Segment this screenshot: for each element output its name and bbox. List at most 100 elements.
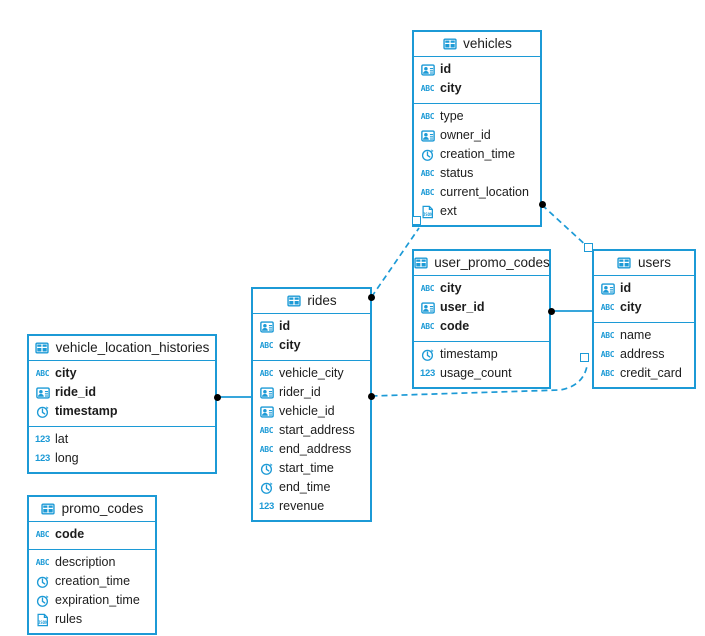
- column-name: status: [440, 166, 474, 181]
- column-row[interactable]: id: [414, 60, 540, 79]
- 123-icon: 123: [35, 433, 50, 445]
- column-name: city: [620, 300, 642, 315]
- relationship-one-marker: [579, 352, 589, 362]
- column-row[interactable]: ABC code: [29, 525, 155, 544]
- entity-title: user_promo_codes: [434, 255, 550, 271]
- column-row[interactable]: id: [594, 279, 694, 298]
- column-name: code: [55, 527, 85, 542]
- entity-header[interactable]: vehicles: [414, 32, 540, 57]
- id-badge-icon: [600, 282, 615, 296]
- id-badge-icon: [420, 301, 435, 315]
- abc-icon: ABC: [600, 330, 615, 340]
- column-row[interactable]: ride_id: [29, 383, 215, 402]
- id-badge-icon: [35, 386, 50, 400]
- column-row[interactable]: expiration_time: [29, 591, 155, 610]
- entity-header[interactable]: user_promo_codes: [414, 251, 550, 276]
- entity-header[interactable]: users: [594, 251, 694, 276]
- abc-icon: ABC: [420, 168, 435, 178]
- clock-icon: [35, 405, 50, 419]
- clock-icon: [259, 481, 274, 495]
- column-row[interactable]: vehicle_id: [253, 402, 370, 421]
- column-name: user_id: [440, 300, 485, 315]
- column-name: creation_time: [55, 574, 131, 589]
- columns-section: timestamp 123 usage_count: [414, 342, 549, 387]
- column-name: rules: [55, 612, 83, 627]
- column-row[interactable]: start_time: [253, 459, 370, 478]
- clock-icon: [420, 148, 435, 162]
- table-grid-icon: [442, 37, 457, 51]
- 123-icon: 123: [35, 452, 50, 464]
- relationship-many-marker: [539, 201, 546, 208]
- entity-header[interactable]: vehicle_location_histories: [29, 336, 215, 361]
- relationship-one-marker: [583, 242, 593, 252]
- entity-header[interactable]: rides: [253, 289, 370, 314]
- abc-icon: ABC: [600, 368, 615, 378]
- column-name: city: [440, 281, 462, 296]
- column-name: timestamp: [55, 404, 118, 419]
- id-badge-icon: [259, 405, 274, 419]
- column-name: current_location: [440, 185, 529, 200]
- entity-title: vehicle_location_histories: [55, 340, 210, 356]
- column-row[interactable]: creation_time: [414, 145, 540, 164]
- column-name: usage_count: [440, 366, 512, 381]
- clock-icon: [420, 348, 435, 362]
- relationship-many-marker: [368, 293, 375, 301]
- id-badge-icon: [420, 129, 435, 143]
- column-name: start_address: [279, 423, 355, 438]
- 123-icon: 123: [420, 367, 435, 379]
- entity-title: users: [637, 255, 671, 271]
- column-name: end_address: [279, 442, 352, 457]
- column-name: ride_id: [55, 385, 96, 400]
- column-row[interactable]: user_id: [414, 298, 549, 317]
- id-badge-icon: [259, 386, 274, 400]
- column-row[interactable]: timestamp: [414, 345, 549, 364]
- column-row[interactable]: JSON rules: [29, 610, 155, 629]
- column-row[interactable]: ABC start_address: [253, 421, 370, 440]
- column-row[interactable]: ABC status: [414, 164, 540, 183]
- column-row[interactable]: creation_time: [29, 572, 155, 591]
- abc-icon: ABC: [35, 557, 50, 567]
- column-name: id: [620, 281, 632, 296]
- abc-icon: ABC: [259, 425, 274, 435]
- column-row[interactable]: end_time: [253, 478, 370, 497]
- abc-icon: ABC: [420, 111, 435, 121]
- column-name: rider_id: [279, 385, 321, 400]
- svg-text:JSON: JSON: [37, 619, 47, 624]
- abc-icon: ABC: [35, 529, 50, 539]
- abc-icon: ABC: [259, 340, 274, 350]
- column-row[interactable]: 123 usage_count: [414, 364, 549, 383]
- column-row[interactable]: timestamp: [29, 402, 215, 421]
- column-row[interactable]: id: [253, 317, 370, 336]
- entity-header[interactable]: promo_codes: [29, 497, 155, 522]
- column-row[interactable]: rider_id: [253, 383, 370, 402]
- column-row[interactable]: owner_id: [414, 126, 540, 145]
